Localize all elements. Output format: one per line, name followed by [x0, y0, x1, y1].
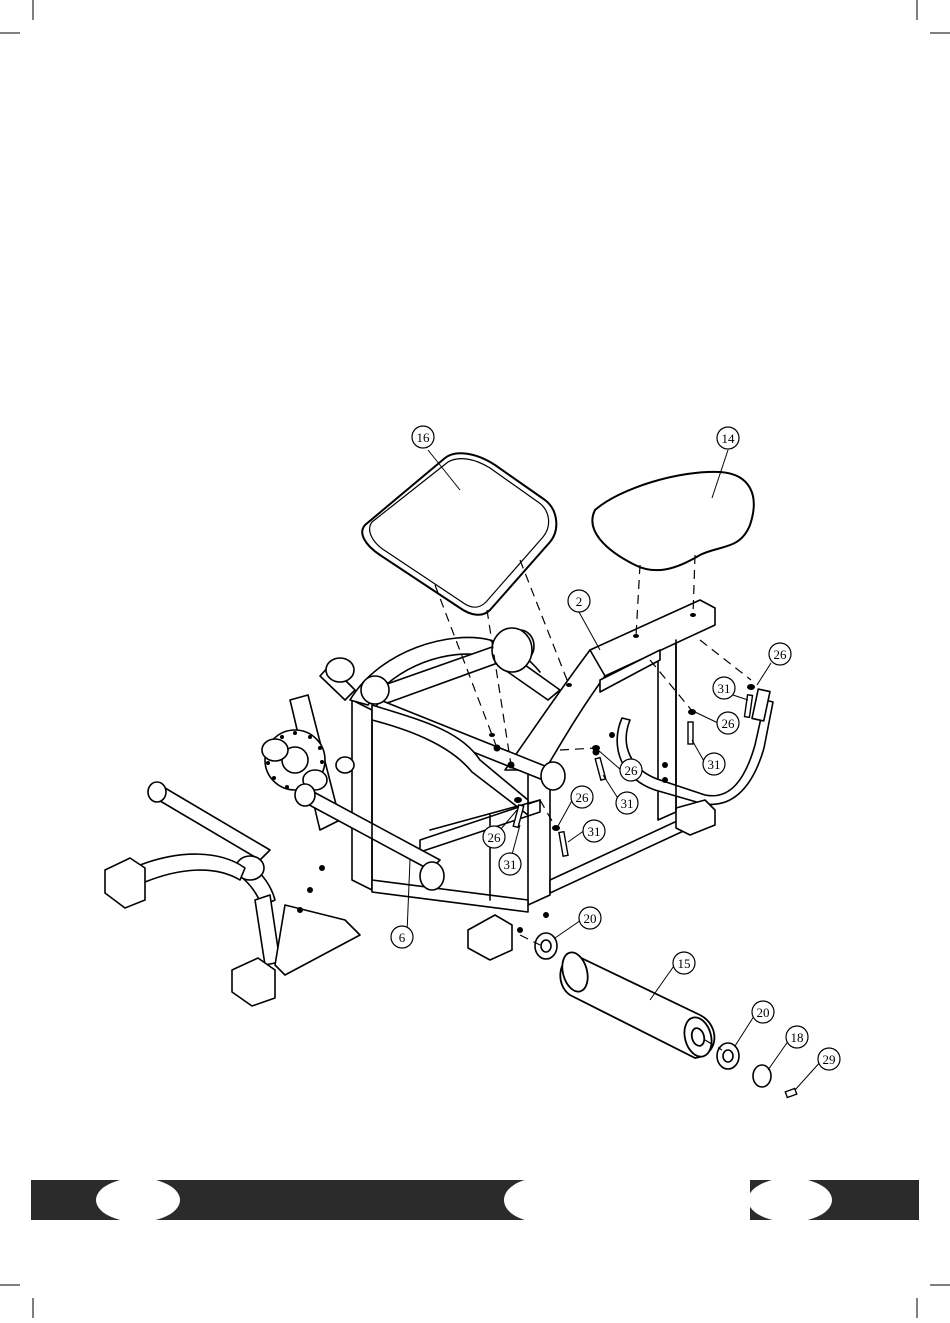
callout-14: 14 [717, 427, 739, 449]
callout-26-d-label: 26 [576, 790, 590, 805]
footer-page-number-left-slot [96, 1178, 180, 1222]
callout-29-label: 29 [823, 1052, 836, 1067]
callout-15: 15 [673, 952, 695, 974]
callout-20-a: 20 [579, 907, 601, 929]
callout-26-e: 26 [483, 826, 505, 848]
footer-gap [540, 1178, 750, 1222]
callout-31-d-label: 31 [588, 824, 601, 839]
callout-26-b: 26 [717, 712, 739, 734]
washer-part-20-b [717, 1043, 739, 1069]
callout-18-label: 18 [791, 1030, 804, 1045]
callout-31-b: 31 [703, 753, 725, 775]
callout-31-b-label: 31 [708, 757, 721, 772]
back-pad-part-16 [362, 453, 556, 615]
callout-31-a: 31 [713, 677, 735, 699]
callout-14-label: 14 [722, 431, 736, 446]
callout-26-a-label: 26 [774, 647, 788, 662]
callout-20-b: 20 [752, 1001, 774, 1023]
callout-16-label: 16 [417, 430, 431, 445]
callout-31-a-label: 31 [718, 681, 731, 696]
footer-bar [31, 1178, 919, 1222]
callout-31-c-label: 31 [621, 796, 634, 811]
callout-6: 6 [391, 926, 413, 948]
callout-18: 18 [786, 1026, 808, 1048]
callout-31-e-label: 31 [504, 857, 517, 872]
callout-2-label: 2 [576, 594, 583, 609]
callout-29: 29 [818, 1048, 840, 1070]
callout-31-c: 31 [616, 792, 638, 814]
washer-part-20-a [535, 933, 557, 959]
callout-31-d: 31 [583, 820, 605, 842]
callout-15-label: 15 [678, 956, 691, 971]
callout-26-b-label: 26 [722, 716, 736, 731]
seat-pad-part-14 [592, 472, 753, 570]
callout-26-d: 26 [571, 786, 593, 808]
callout-26-e-label: 26 [488, 830, 502, 845]
cap-part-18 [753, 1065, 771, 1087]
callout-20-a-label: 20 [584, 911, 597, 926]
callout-26-a: 26 [769, 643, 791, 665]
callout-16: 16 [412, 426, 434, 448]
footer-right-slot [748, 1178, 832, 1222]
callout-2: 2 [568, 590, 590, 612]
callout-20-b-label: 20 [757, 1005, 770, 1020]
callout-31-e: 31 [499, 853, 521, 875]
callout-6-label: 6 [399, 930, 406, 945]
callout-26-c: 26 [620, 759, 642, 781]
machine-drawing [105, 600, 773, 1006]
callout-26-c-label: 26 [625, 763, 639, 778]
